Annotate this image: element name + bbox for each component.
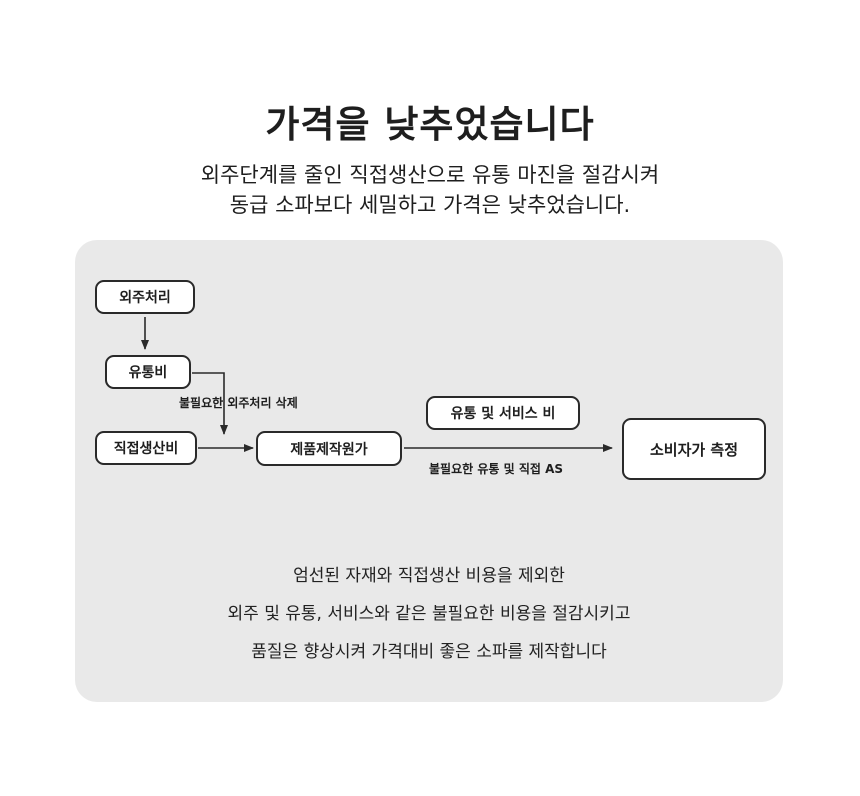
node-outsourcing: 외주처리 [95, 280, 195, 314]
page-title: 가격을 낮추었습니다 [265, 103, 595, 146]
diagram-edges [141, 317, 613, 452]
node-manufacturing-cost: 제품제작원가 [256, 431, 402, 466]
subtitle-line-2: 동급 소파보다 세밀하고 가격은 낮추었습니다. [229, 193, 631, 217]
cost-flow-diagram: 외주처리 유통비 직접생산비 제품제작원가 유통 및 서비스 비 소비자가 측정… [75, 240, 783, 530]
description-line-3: 품질은 향상시켜 가격대비 좋은 소파를 제작합니다 [251, 642, 607, 662]
node-consumer-price: 소비자가 측정 [622, 418, 766, 480]
description-line-1: 엄선된 자재와 직접생산 비용을 제외한 [293, 566, 565, 586]
page-subtitle: 외주단계를 줄인 직접생산으로 유통 마진을 절감시켜 동급 소파보다 세밀하고… [0, 160, 860, 220]
label-remove-outsourcing: 불필요한 외주처리 삭제 [179, 396, 298, 410]
edge-distribution-to-manufacturing [192, 372, 228, 435]
node-direct-production-cost: 직접생산비 [95, 431, 197, 465]
description-line-2: 외주 및 유통, 서비스와 같은 불필요한 비용을 절감시키고 [227, 604, 631, 624]
node-distribution-service-cost: 유통 및 서비스 비 [426, 396, 580, 430]
description-text: 엄선된 자재와 직접생산 비용을 제외한 외주 및 유통, 서비스와 같은 불필… [75, 557, 783, 671]
label-remove-distribution: 불필요한 유통 및 직접 AS [429, 462, 564, 476]
node-distribution-cost: 유통비 [105, 355, 191, 389]
subtitle-line-1: 외주단계를 줄인 직접생산으로 유통 마진을 절감시켜 [200, 163, 660, 187]
